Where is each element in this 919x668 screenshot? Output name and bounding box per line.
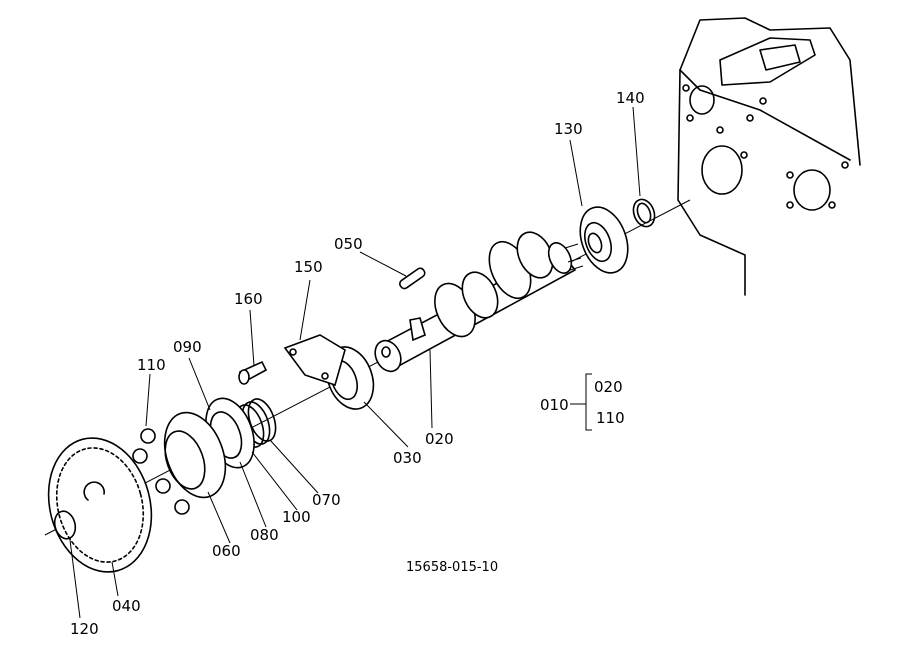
part-040-governor-gear — [47, 437, 153, 573]
group-label-110: 110 — [596, 409, 625, 427]
label-070: 070 — [312, 491, 341, 509]
part-160-bolt — [238, 360, 268, 385]
part-130-ball-bearing — [579, 206, 629, 274]
assembly-group-bracket — [570, 373, 592, 431]
part-020-crankshaft — [374, 231, 584, 373]
label-020: 020 — [425, 430, 454, 448]
part-120-circlip — [53, 510, 77, 540]
label-120: 120 — [70, 620, 99, 638]
drawing-number: 15658-015-10 — [406, 560, 498, 575]
part-050-key — [399, 267, 426, 290]
part-060-weight-holder — [163, 411, 227, 499]
group-label-020: 020 — [594, 378, 623, 396]
leader-lines — [69, 106, 641, 619]
label-140: 140 — [616, 89, 645, 107]
label-110: 110 — [137, 356, 166, 374]
group-label-010: 010 — [540, 396, 569, 414]
label-150: 150 — [294, 258, 323, 276]
label-030: 030 — [393, 449, 422, 467]
part-150-bracket — [283, 334, 346, 387]
label-160: 160 — [234, 290, 263, 308]
label-090: 090 — [173, 338, 202, 356]
part-140-snap-ring — [632, 198, 656, 228]
label-050: 050 — [334, 235, 363, 253]
crankcase-housing — [677, 17, 861, 296]
label-130: 130 — [554, 120, 583, 138]
label-060: 060 — [212, 542, 241, 560]
label-040: 040 — [112, 597, 141, 615]
label-100: 100 — [282, 508, 311, 526]
label-080: 080 — [250, 526, 279, 544]
